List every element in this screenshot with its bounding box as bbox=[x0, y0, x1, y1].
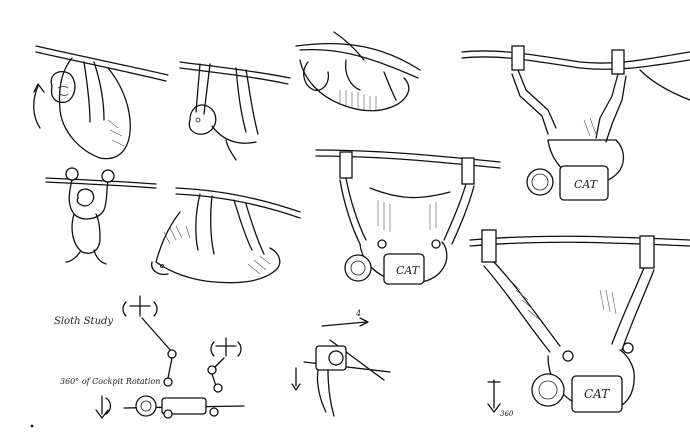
sloth-sketch-hanging-front bbox=[33, 45, 169, 160]
cockpit-rotation-note: 360° of Cockpit Rotation bbox=[60, 377, 160, 386]
mech-cockpit-sketch-large: CAT 360 bbox=[469, 229, 690, 418]
cat-label-middle: CAT bbox=[396, 264, 421, 277]
sloth-study-note: Sloth Study bbox=[54, 316, 113, 327]
mech-detail-sketch: 4 bbox=[291, 309, 391, 417]
sloth-sketch-arms-up bbox=[45, 167, 157, 265]
mech-cockpit-sketch-center: CAT bbox=[315, 149, 501, 285]
notes-and-rig-sketch: Sloth Study 360° of Cockpit Rotation bbox=[30, 295, 245, 428]
cat-label-bottom: CAT bbox=[584, 387, 610, 401]
cat-label-top: CAT bbox=[574, 178, 599, 191]
mech-cockpit-sketch-top: CAT bbox=[461, 45, 690, 201]
small-number: 4 bbox=[355, 309, 361, 318]
sloth-sketch-on-branch bbox=[295, 31, 421, 112]
sloth-sketch-large-branch bbox=[151, 187, 301, 284]
sloth-sketch-hanging-side bbox=[179, 61, 291, 161]
angle-note: 360 bbox=[500, 410, 514, 418]
